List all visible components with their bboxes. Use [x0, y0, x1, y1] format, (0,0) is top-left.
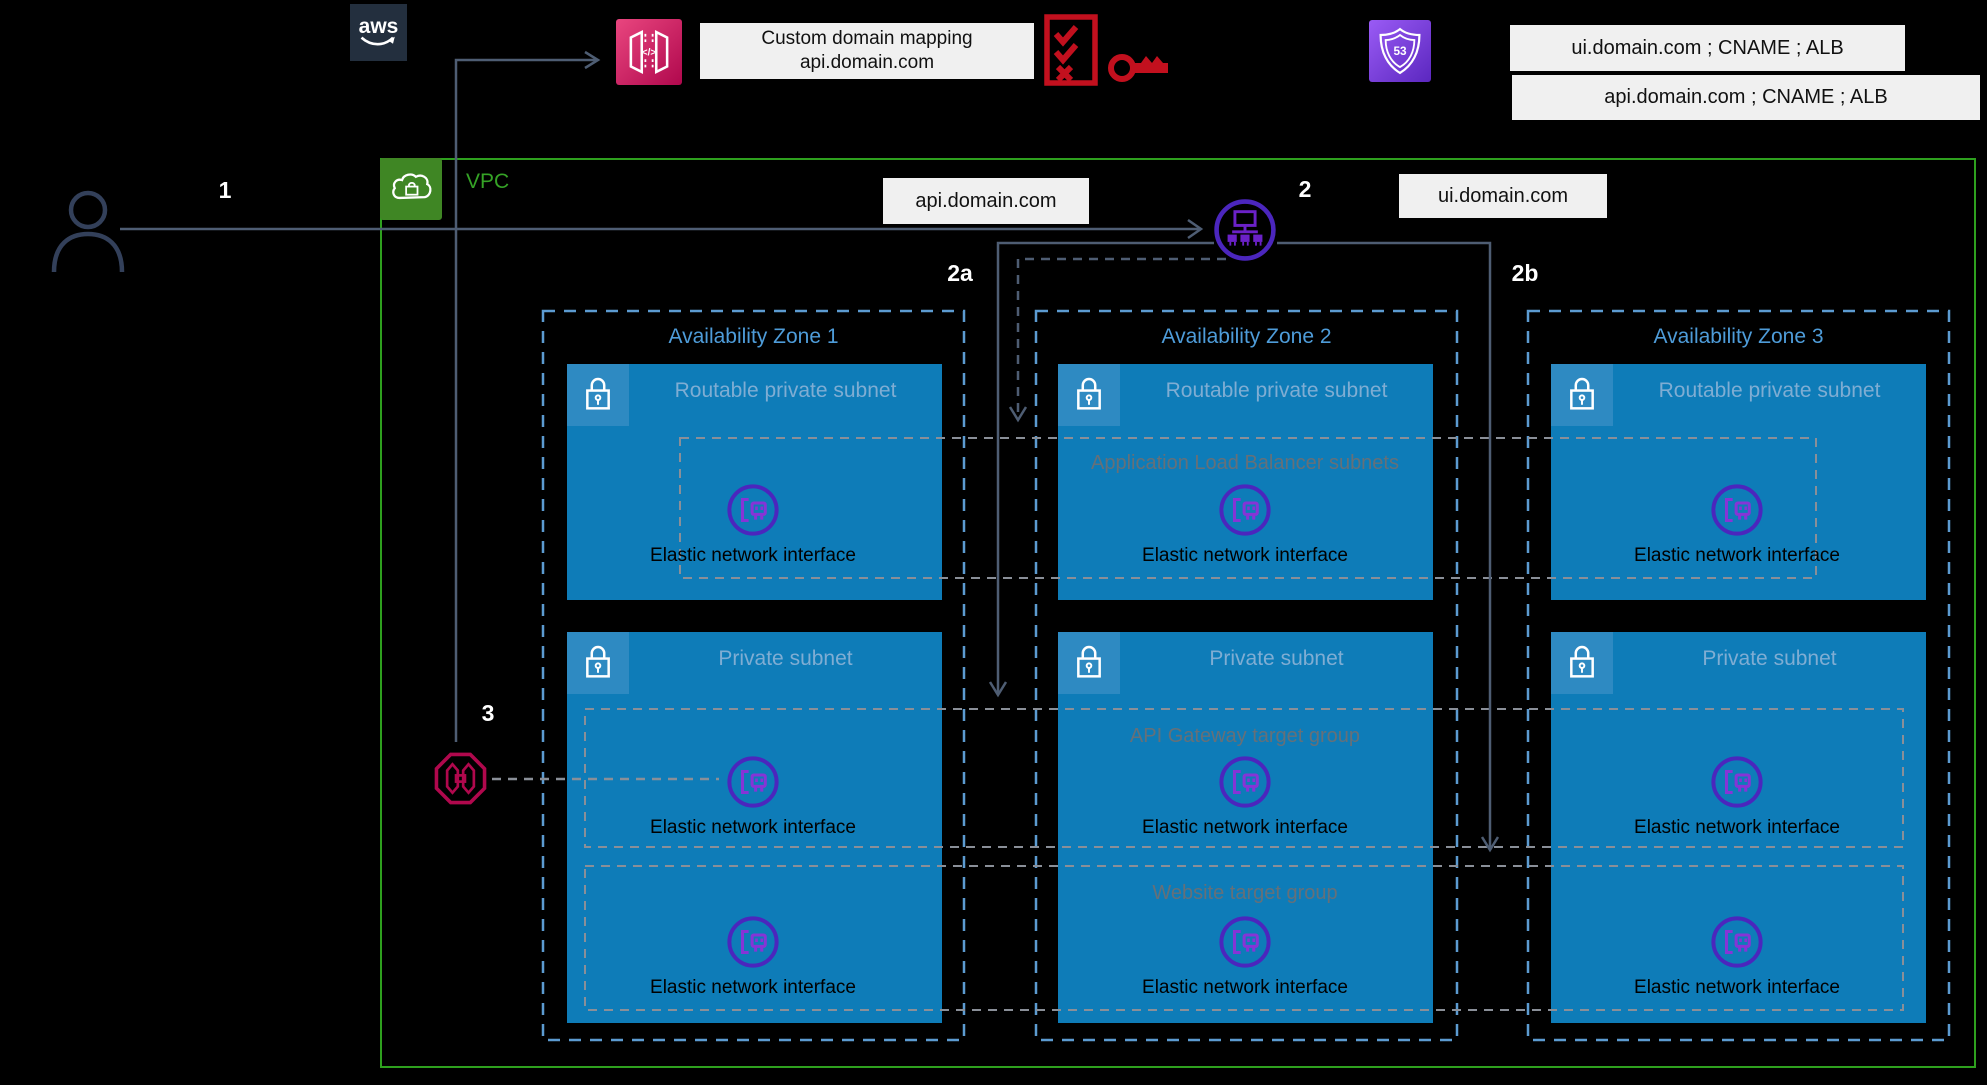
vpc-icon: [380, 158, 442, 220]
eni-label: Elastic network interface: [1634, 817, 1840, 838]
aws-smile-icon: [360, 36, 395, 46]
lock-icon: [1058, 364, 1120, 426]
lock-icon: [1551, 364, 1613, 426]
key-icon: [1108, 54, 1168, 82]
route53-icon: 53: [1369, 20, 1431, 82]
eni-icon: [725, 482, 781, 538]
eni-icon: [725, 754, 781, 810]
eni-label: Elastic network interface: [1634, 545, 1840, 566]
dns-record-ui: ui.domain.com ; CNAME ; ALB: [1510, 25, 1905, 71]
vpc-boundary: [380, 158, 1976, 1068]
az2-private-subnet-title: Private subnet: [1209, 647, 1344, 670]
az1-title: Availability Zone 1: [668, 325, 839, 348]
lock-icon: [567, 632, 629, 694]
az1-routable-subnet-title: Routable private subnet: [674, 379, 897, 402]
eni-icon: [1217, 482, 1273, 538]
step-2a-label: 2a: [947, 259, 973, 286]
load-balancer-icon: [1212, 197, 1278, 263]
dns-record-api-text: api.domain.com ; CNAME ; ALB: [1604, 86, 1888, 108]
route53-badge-text: 53: [1393, 44, 1407, 58]
az2-title: Availability Zone 2: [1161, 325, 1332, 348]
custom-domain-line2: api.domain.com: [799, 52, 935, 73]
dns-record-ui-text: ui.domain.com ; CNAME ; ALB: [1571, 36, 1844, 59]
step-3-label: 3: [481, 699, 495, 726]
eni-icon: [1709, 482, 1765, 538]
api-gateway-glyph: </>: [642, 48, 657, 59]
vpc-link-icon: [432, 750, 489, 807]
api-gateway-target-group-label: API Gateway target group: [1129, 725, 1361, 747]
custom-domain-line1: Custom domain mapping: [761, 28, 973, 50]
az3-private-subnet-title: Private subnet: [1702, 647, 1837, 670]
step-1-label: 1: [218, 176, 232, 203]
eni-label: Elastic network interface: [650, 545, 856, 566]
az3-routable-subnet-title: Routable private subnet: [1658, 379, 1881, 402]
certificate-icon: [1044, 14, 1098, 86]
eni-label: Elastic network interface: [1142, 545, 1348, 566]
arrowhead-right-apigw: [584, 50, 601, 70]
aws-logo-text: aws: [358, 15, 399, 38]
ui-domain-text: ui.domain.com: [1437, 184, 1569, 207]
eni-label: Elastic network interface: [650, 817, 856, 838]
api-domain-text: api.domain.com: [915, 189, 1057, 212]
custom-domain-mapping-label: Custom domain mapping api.domain.com: [700, 23, 1034, 79]
aws-logo: aws: [350, 4, 407, 61]
eni-label: Elastic network interface: [650, 977, 856, 998]
eni-icon: [1709, 914, 1765, 970]
certificate-key-icon: [1042, 12, 1174, 98]
user-icon: [48, 186, 128, 272]
alb-subnets-group-label: Application Load Balancer subnets: [1091, 452, 1399, 474]
ui-domain-chip: ui.domain.com: [1399, 174, 1607, 218]
az2-routable-subnet-title: Routable private subnet: [1165, 379, 1388, 402]
eni-label: Elastic network interface: [1634, 977, 1840, 998]
eni-icon: [1709, 754, 1765, 810]
website-target-group-label: Website target group: [1152, 882, 1338, 904]
lock-icon: [1551, 632, 1613, 694]
eni-icon: [725, 914, 781, 970]
eni-label: Elastic network interface: [1142, 977, 1348, 998]
step-2-label: 2: [1298, 175, 1312, 202]
eni-label: Elastic network interface: [1142, 817, 1348, 838]
api-domain-chip: api.domain.com: [883, 178, 1089, 224]
eni-icon: [1217, 914, 1273, 970]
az3-title: Availability Zone 3: [1653, 325, 1824, 348]
lock-icon: [567, 364, 629, 426]
vpc-title: VPC: [466, 170, 510, 193]
step-2b-label: 2b: [1511, 259, 1539, 286]
eni-icon: [1217, 754, 1273, 810]
lock-icon: [1058, 632, 1120, 694]
dns-record-api: api.domain.com ; CNAME ; ALB: [1512, 75, 1980, 120]
api-gateway-icon: </>: [616, 19, 682, 85]
az1-private-subnet-title: Private subnet: [718, 647, 853, 670]
